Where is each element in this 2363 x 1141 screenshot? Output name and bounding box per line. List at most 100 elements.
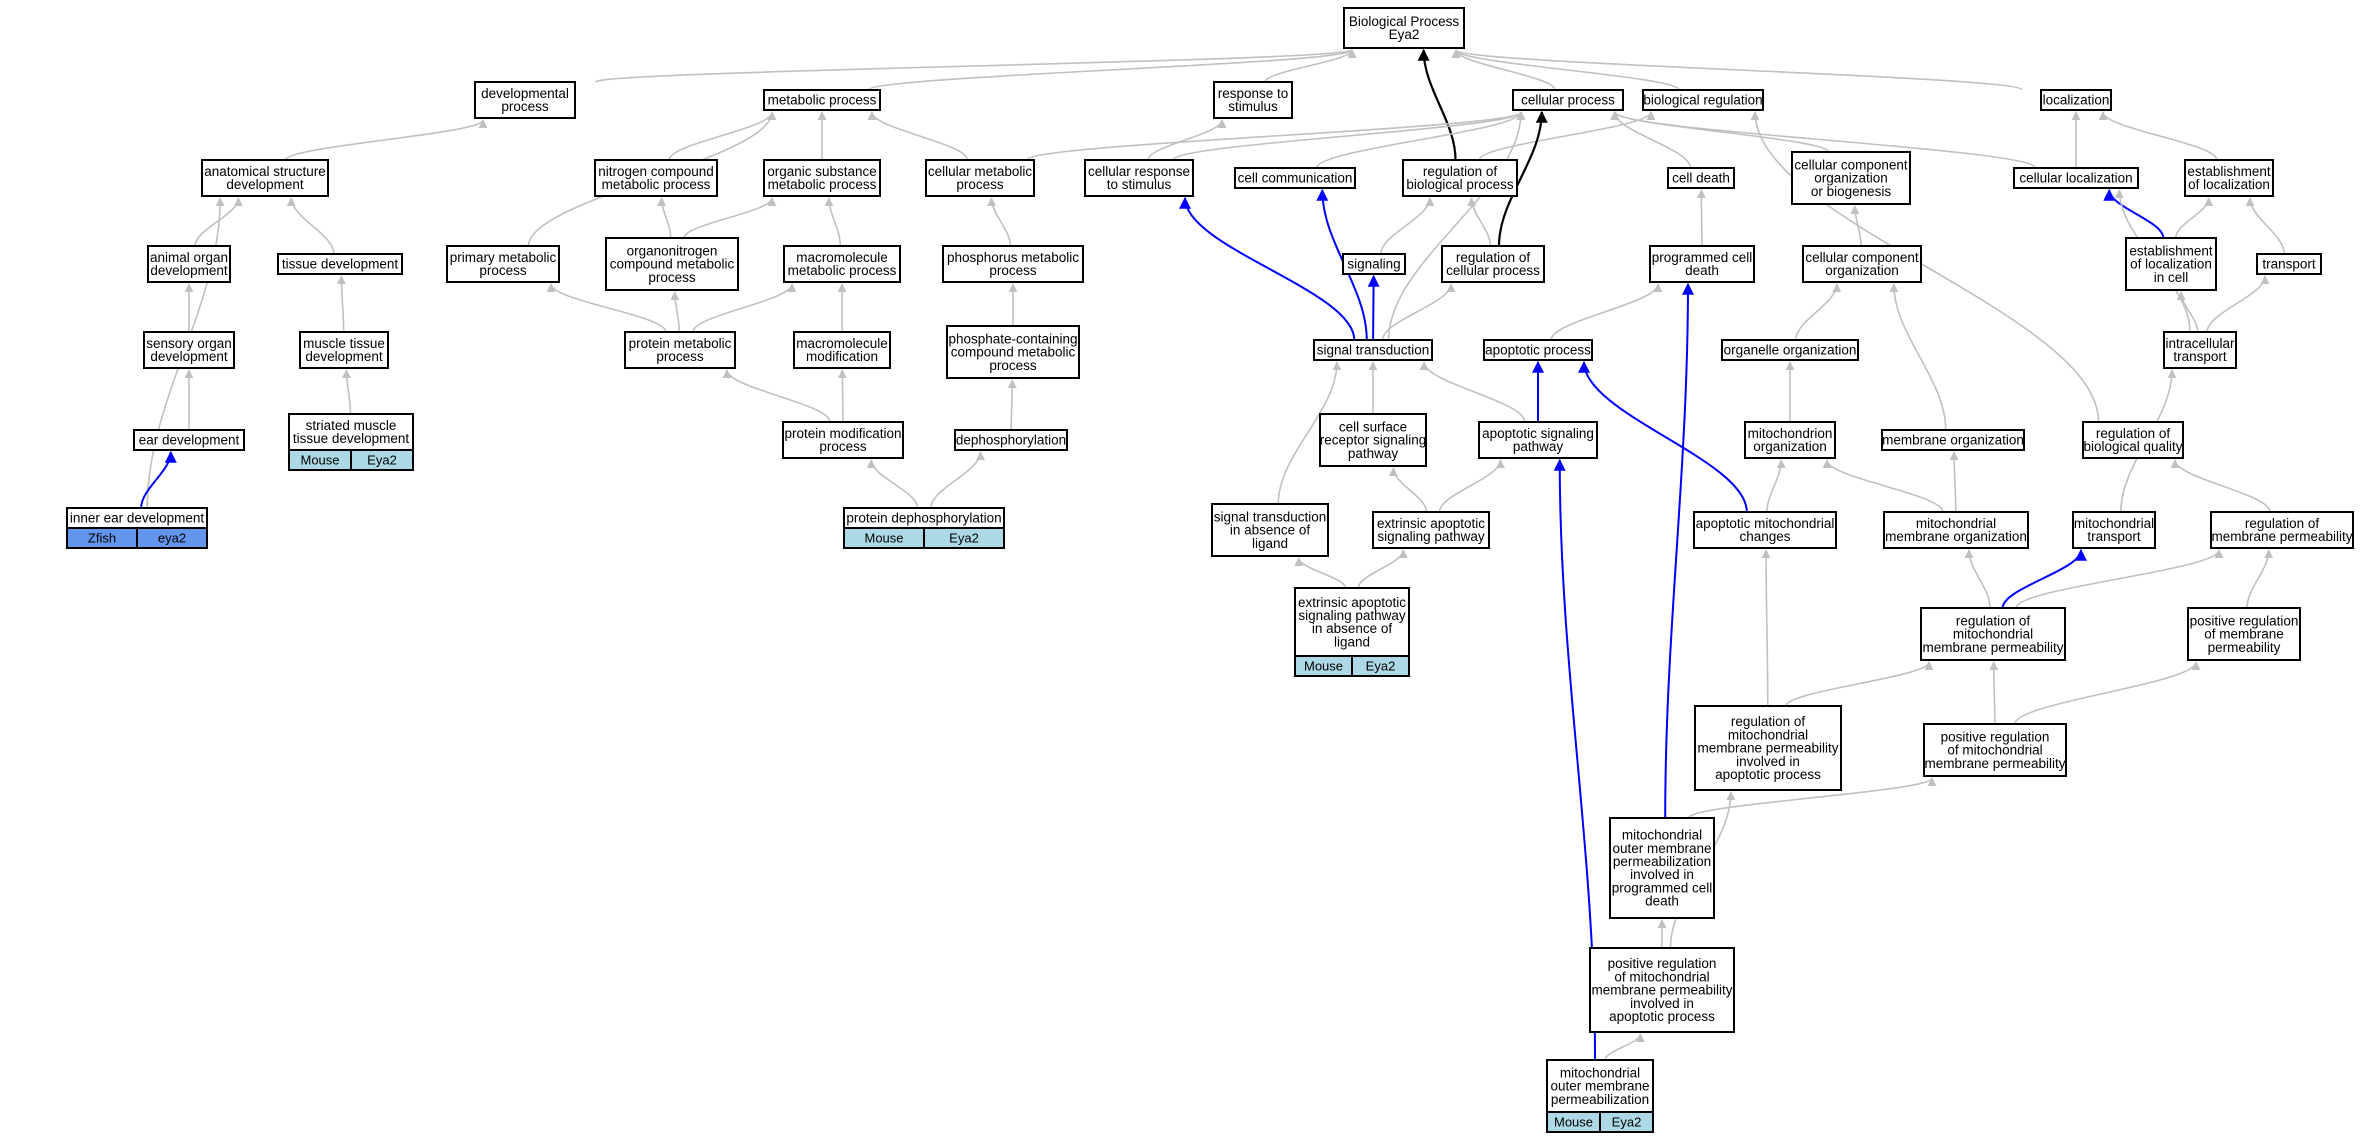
go-term-inner[interactable]: inner ear development [66, 507, 208, 529]
term-label-line: mitochondrial [1622, 828, 1702, 843]
is-a-edge-cellmet-to-cell [1026, 111, 1526, 161]
term-label-line: of localization [2188, 177, 2270, 192]
is-a-edge-ccorg2-to-ccorg [1850, 205, 1862, 247]
go-term-ccomm[interactable]: cell communication [1234, 167, 1356, 189]
term-box [942, 245, 1084, 283]
go-term-met[interactable]: metabolic process [763, 89, 881, 111]
term-label-line: mitochondrion [1748, 426, 1833, 441]
term-label-line: cell communication [1238, 171, 1353, 186]
term-box [1920, 607, 2066, 661]
go-term-ear[interactable]: ear development [133, 429, 245, 451]
term-box [1546, 1059, 1654, 1113]
is-a-edge-apmito-to-mitoorg [1766, 459, 1786, 513]
is-a-edge-muscle-to-tissue [336, 275, 346, 333]
go-term-cdeath[interactable]: cell death [1667, 167, 1735, 189]
gene-label: Eya2 [367, 453, 397, 468]
term-label-line: cellular metabolic [928, 164, 1033, 179]
term-label-line: apoptotic process [1485, 343, 1591, 358]
go-term-cell[interactable]: cellular process [1512, 89, 1624, 111]
term-label-line: biological regulation [1643, 93, 1762, 108]
term-label-line: cell surface [1339, 419, 1407, 434]
is-a-edge-regbp-to-breg [1478, 111, 1656, 161]
is-a-edge-protdephos-to-dephos [930, 451, 986, 509]
term-box [1342, 253, 1406, 275]
is-a-edge-regmitoperm-to-mitotrans [2001, 548, 2087, 609]
go-term-transport[interactable]: transport [2256, 253, 2322, 275]
term-label-line: of membrane [2204, 627, 2284, 642]
go-term-loc[interactable]: localization [2040, 89, 2112, 111]
go-term-tissue[interactable]: tissue development [277, 253, 403, 275]
term-label-line: apoptotic signaling [1482, 426, 1594, 441]
go-term-cloc[interactable]: cellular localization [2013, 167, 2139, 189]
term-label-line: organization [1825, 263, 1899, 278]
term-box [1609, 817, 1715, 919]
go-term-protdephos[interactable]: protein dephosphorylation [843, 507, 1005, 529]
go-term-signaling[interactable]: signaling [1342, 253, 1406, 275]
is-a-edge-intra-to-transport [2206, 275, 2270, 333]
go-term-organelle[interactable]: organelle organization [1721, 339, 1859, 361]
species-label: Mouse [1554, 1115, 1593, 1130]
is-a-edge-macromet-to-orgsub [824, 197, 842, 247]
is-a-edge-extabs-to-extapop [1357, 549, 1408, 589]
term-label-line: in absence of [1312, 621, 1393, 636]
is-a-edge-tissue-to-anat [286, 197, 335, 255]
go-term-breg[interactable]: biological regulation [1642, 89, 1764, 111]
go-term-sigtrans[interactable]: signal transduction [1313, 339, 1433, 361]
term-label-line: muscle tissue [303, 336, 385, 351]
term-label-line: inner ear development [70, 511, 205, 526]
term-box [1642, 89, 1764, 111]
term-label-line: regulation of [2096, 426, 2171, 441]
go-term-memorg[interactable]: membrane organization [1881, 429, 2025, 451]
go-term-apop[interactable]: apoptotic process [1483, 339, 1593, 361]
go-term-dephos[interactable]: dephosphorylation [954, 429, 1068, 451]
term-label-line: transport [2262, 257, 2316, 272]
term-label-line: tissue development [293, 431, 410, 446]
